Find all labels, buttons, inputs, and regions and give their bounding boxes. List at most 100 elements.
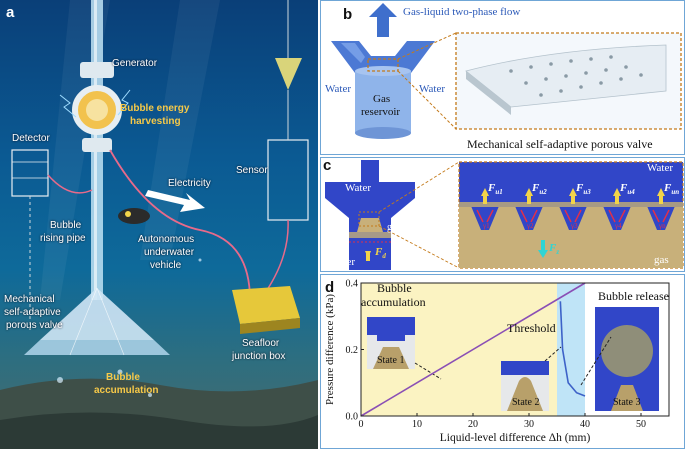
valve-label-3: porous valve bbox=[6, 320, 63, 331]
pipe-label-1: Bubble bbox=[50, 220, 82, 231]
x-tick-label: 20 bbox=[468, 419, 478, 430]
series-line-1 bbox=[559, 301, 586, 397]
water-left-label: Water bbox=[325, 83, 351, 95]
generator-label: Generator bbox=[112, 58, 158, 69]
detector-icon bbox=[11, 149, 49, 197]
bubble bbox=[148, 393, 152, 397]
auv-label-3: vehicle bbox=[150, 260, 182, 271]
panel-label-a: a bbox=[6, 4, 15, 21]
auv-icon bbox=[118, 208, 150, 224]
pipe-label-2: rising pipe bbox=[40, 233, 86, 244]
junction-box-icon bbox=[232, 286, 300, 324]
junction-label-2: junction box bbox=[232, 351, 286, 362]
gas-label-1: Gas bbox=[373, 93, 391, 105]
fz-label: Fz bbox=[549, 242, 560, 257]
water-right-label: Water bbox=[419, 83, 445, 95]
fu4-label: Fu4 bbox=[620, 182, 635, 197]
y-axis-label: Pressure difference (kPa) bbox=[324, 294, 336, 405]
x-tick-label: 10 bbox=[412, 419, 422, 430]
valve-highlight-box bbox=[367, 58, 399, 72]
fu2-label: Fu2 bbox=[532, 182, 547, 197]
panel-b-valve: b Gas-liquid two-phase flow Bubbles Wate… bbox=[320, 0, 685, 155]
ocean-scene bbox=[0, 0, 318, 449]
harvest-label-1: Bubble energy bbox=[120, 103, 190, 114]
release-label: Bubble release bbox=[598, 289, 669, 303]
surface-tension-arrows bbox=[476, 209, 670, 223]
x-tick-label: 0 bbox=[359, 419, 364, 430]
seabed-dark bbox=[0, 412, 318, 449]
y-tick-label: 0.0 bbox=[346, 412, 359, 423]
panel-label-b: b bbox=[343, 6, 353, 23]
accum-label-2: accumulation bbox=[94, 385, 159, 396]
x-tick-label: 50 bbox=[636, 419, 646, 430]
bubble bbox=[198, 258, 202, 262]
valve-caption: Mechanical self-adaptive porous valve bbox=[467, 137, 653, 151]
water-top-label: Water bbox=[345, 182, 371, 194]
right-water-label: Water bbox=[647, 162, 673, 174]
fun-label: Fun bbox=[664, 182, 680, 197]
junction-label-1: Seafloor bbox=[242, 338, 280, 349]
harvest-label-2: harvesting bbox=[130, 116, 181, 127]
state3-label: State 3 bbox=[613, 397, 641, 408]
sensor-buoy bbox=[275, 58, 302, 90]
x-axis-label: Liquid-level difference Δh (mm) bbox=[440, 432, 591, 444]
fu1-label: Fu1 bbox=[488, 182, 503, 197]
panel-a-illustration: a Generator Bubble energy harvesting Det… bbox=[0, 0, 318, 449]
state1-label: State 1 bbox=[377, 355, 405, 366]
power-cable bbox=[109, 149, 251, 301]
valve-diagram bbox=[331, 3, 682, 139]
valve-label-2: self-adaptive bbox=[4, 307, 61, 318]
threshold-label: Threshold bbox=[507, 321, 556, 335]
panel-c-forces: c Water gas Δh Water Fd Water gas Fu1 Fu… bbox=[320, 157, 685, 272]
gas-small-label: gas bbox=[387, 222, 401, 233]
state2-label: State 2 bbox=[512, 397, 540, 408]
state-insets bbox=[367, 307, 659, 411]
valve-label-1: Mechanical bbox=[4, 294, 55, 305]
porous-teeth bbox=[459, 206, 683, 268]
sensor-icon bbox=[267, 139, 309, 221]
bubbles-label: Bubbles bbox=[367, 39, 400, 50]
bubble bbox=[57, 377, 63, 383]
detector-label: Detector bbox=[12, 133, 50, 144]
upward-force-arrows bbox=[481, 188, 665, 204]
force-diagram bbox=[325, 160, 684, 270]
electricity-label: Electricity bbox=[168, 178, 211, 189]
auv-label-1: Autonomous bbox=[138, 234, 195, 245]
fd-label: Fd bbox=[375, 246, 386, 261]
series-line-0 bbox=[360, 282, 586, 417]
gas-label-2: reservoir bbox=[361, 106, 401, 118]
gamma1-label: γ1 bbox=[483, 222, 490, 230]
panel-label-c: c bbox=[323, 157, 332, 174]
accum-title-2: accumulation bbox=[361, 295, 426, 309]
flow-label: Gas-liquid two-phase flow bbox=[403, 6, 521, 18]
accum-label-1: Bubble bbox=[106, 372, 140, 383]
water-bottom-label: Water bbox=[329, 256, 355, 268]
accum-title-1: Bubble bbox=[377, 281, 412, 295]
fu3-label: Fu3 bbox=[576, 182, 591, 197]
bubble bbox=[117, 369, 123, 375]
gamman-label: γn bbox=[659, 222, 666, 230]
gas-reservoir bbox=[355, 71, 411, 133]
flow-arrow bbox=[369, 3, 397, 37]
generator-top bbox=[80, 62, 114, 78]
panel-label-d: d bbox=[325, 279, 335, 296]
dh-label: Δh bbox=[323, 222, 334, 233]
gamma2-label: γ2 bbox=[527, 222, 534, 230]
pore-holes bbox=[509, 55, 643, 97]
gamma3-label: γ3 bbox=[571, 222, 578, 230]
fz-arrow bbox=[538, 250, 548, 258]
sensor-label: Sensor bbox=[236, 165, 268, 176]
y-tube-section bbox=[325, 182, 415, 218]
x-tick-label: 30 bbox=[524, 419, 534, 430]
gas-bulge bbox=[357, 218, 383, 232]
porous-valve-cone bbox=[40, 288, 154, 340]
y-tick-label: 0.4 bbox=[346, 279, 359, 290]
right-gas-label: gas bbox=[654, 254, 669, 266]
y-tick-label: 0.2 bbox=[346, 345, 359, 356]
x-tick-label: 40 bbox=[580, 419, 590, 430]
electricity-arrow bbox=[145, 190, 205, 212]
light-ray bbox=[140, 0, 220, 260]
gamma4-label: γ4 bbox=[615, 222, 622, 230]
